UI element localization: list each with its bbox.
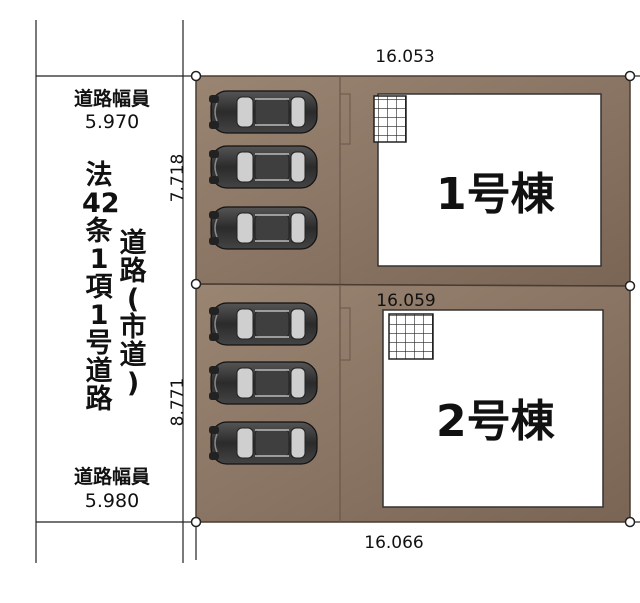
building-2-label: 2号棟	[436, 396, 555, 447]
type-char: 市	[119, 312, 147, 343]
car-3	[208, 206, 318, 250]
law-char: 1	[89, 300, 109, 331]
corner-marker	[190, 278, 202, 290]
corner-marker	[190, 70, 202, 82]
car-6	[208, 421, 318, 465]
law-char: 1	[89, 244, 109, 275]
corner-marker	[624, 70, 636, 82]
corner-marker	[190, 516, 202, 528]
lot-1-gate	[339, 93, 351, 145]
car-2	[208, 145, 318, 189]
type-char: 道	[119, 228, 147, 259]
road-width-value-top: 5.970	[84, 111, 140, 133]
building-1-deck-grid	[373, 95, 407, 143]
road-type-designation: 道路(市道)	[116, 230, 150, 398]
building-1-label: 1号棟	[436, 169, 555, 220]
building-1-footprint	[377, 93, 602, 267]
law-char: 道	[85, 356, 113, 387]
law-char: 項	[85, 272, 113, 303]
lot-2-gate	[339, 307, 351, 361]
building-2-deck-grid	[388, 313, 434, 360]
car-5	[208, 361, 318, 405]
dimension-top: 16.053	[375, 47, 435, 67]
type-char: 道	[119, 340, 147, 371]
dimension-middle: 16.059	[376, 291, 436, 311]
corner-marker	[624, 280, 636, 292]
law-char: 号	[85, 328, 113, 359]
road-width-label-top: 道路幅員	[73, 88, 150, 110]
type-char: )	[126, 368, 140, 399]
dimension-bottom: 16.066	[364, 533, 424, 553]
law-char: 路	[85, 384, 113, 415]
type-char: (	[126, 284, 140, 315]
dimension-left-upper: 7.718	[168, 153, 188, 203]
dimension-left-lower: 8.771	[168, 377, 188, 427]
car-1	[208, 90, 318, 134]
road-width-label-bottom: 道路幅員	[73, 466, 150, 488]
law-char: 42	[82, 188, 120, 219]
corner-marker	[624, 516, 636, 528]
road-width-value-bottom: 5.980	[84, 490, 140, 512]
car-4	[208, 302, 318, 346]
law-char: 条	[85, 216, 113, 247]
law-char: 法	[85, 160, 113, 191]
type-char: 路	[119, 256, 147, 287]
